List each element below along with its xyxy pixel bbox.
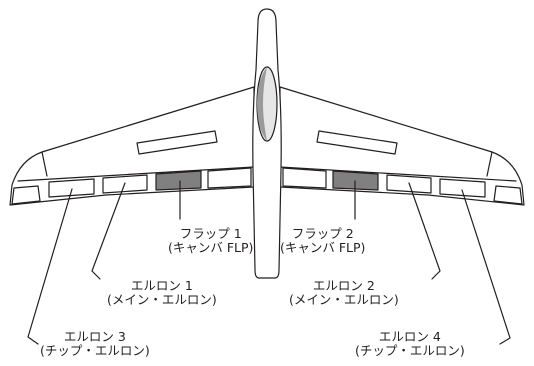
aileron-3-name: エルロン 3 xyxy=(63,329,126,344)
leader-aileron-2 xyxy=(408,182,441,280)
right-wingtip-break xyxy=(486,151,493,177)
leader-aileron-1 xyxy=(91,182,126,280)
aileron-4-sub: (チップ・エルロン) xyxy=(355,343,465,358)
aileron-4-label: エルロン 4 (チップ・エルロン) xyxy=(355,330,465,358)
right-root-surface xyxy=(282,167,327,189)
flap-2-label: フラップ 2 (キャンバ FLP) xyxy=(280,227,365,255)
aileron-3-sub: (チップ・エルロン) xyxy=(40,343,150,358)
flap-2-sub: (キャンバ FLP) xyxy=(280,240,366,255)
left-spoiler xyxy=(136,130,218,155)
right-trailing-edge-inner xyxy=(279,166,517,182)
flap-2-name: フラップ 2 xyxy=(291,226,354,241)
flap-1-label: フラップ 1 (キャンバ FLP) xyxy=(168,227,253,255)
aileron-1-sub: (メイン・エルロン) xyxy=(107,292,217,307)
aileron-1-label: エルロン 1 (メイン・エルロン) xyxy=(107,279,217,307)
flap-2-surface xyxy=(332,170,379,191)
canopy-shade xyxy=(257,67,267,141)
aileron-1-name: エルロン 1 xyxy=(130,278,193,293)
aileron-3-surface xyxy=(48,178,95,198)
left-tip-surface xyxy=(11,185,41,205)
aileron-2-sub: (メイン・エルロン) xyxy=(289,292,399,307)
aileron-2-label: エルロン 2 (メイン・エルロン) xyxy=(289,279,399,307)
leader-aileron-3 xyxy=(27,188,73,345)
flap-1-sub: (キャンバ FLP) xyxy=(168,240,254,255)
aileron-4-surface xyxy=(439,178,486,198)
left-root-surface xyxy=(207,167,252,189)
aileron-2-name: エルロン 2 xyxy=(312,278,375,293)
leader-aileron-4 xyxy=(461,189,511,345)
aileron-3-label: エルロン 3 (チップ・エルロン) xyxy=(40,330,150,358)
right-tip-surface xyxy=(493,185,523,205)
aileron-4-name: エルロン 4 xyxy=(378,329,441,344)
left-trailing-edge-inner xyxy=(17,166,255,182)
left-wingtip-break xyxy=(41,151,48,177)
flap-1-name: フラップ 1 xyxy=(179,226,242,241)
flap-1-surface xyxy=(155,170,202,191)
right-spoiler xyxy=(316,130,398,155)
fuselage xyxy=(252,8,282,279)
